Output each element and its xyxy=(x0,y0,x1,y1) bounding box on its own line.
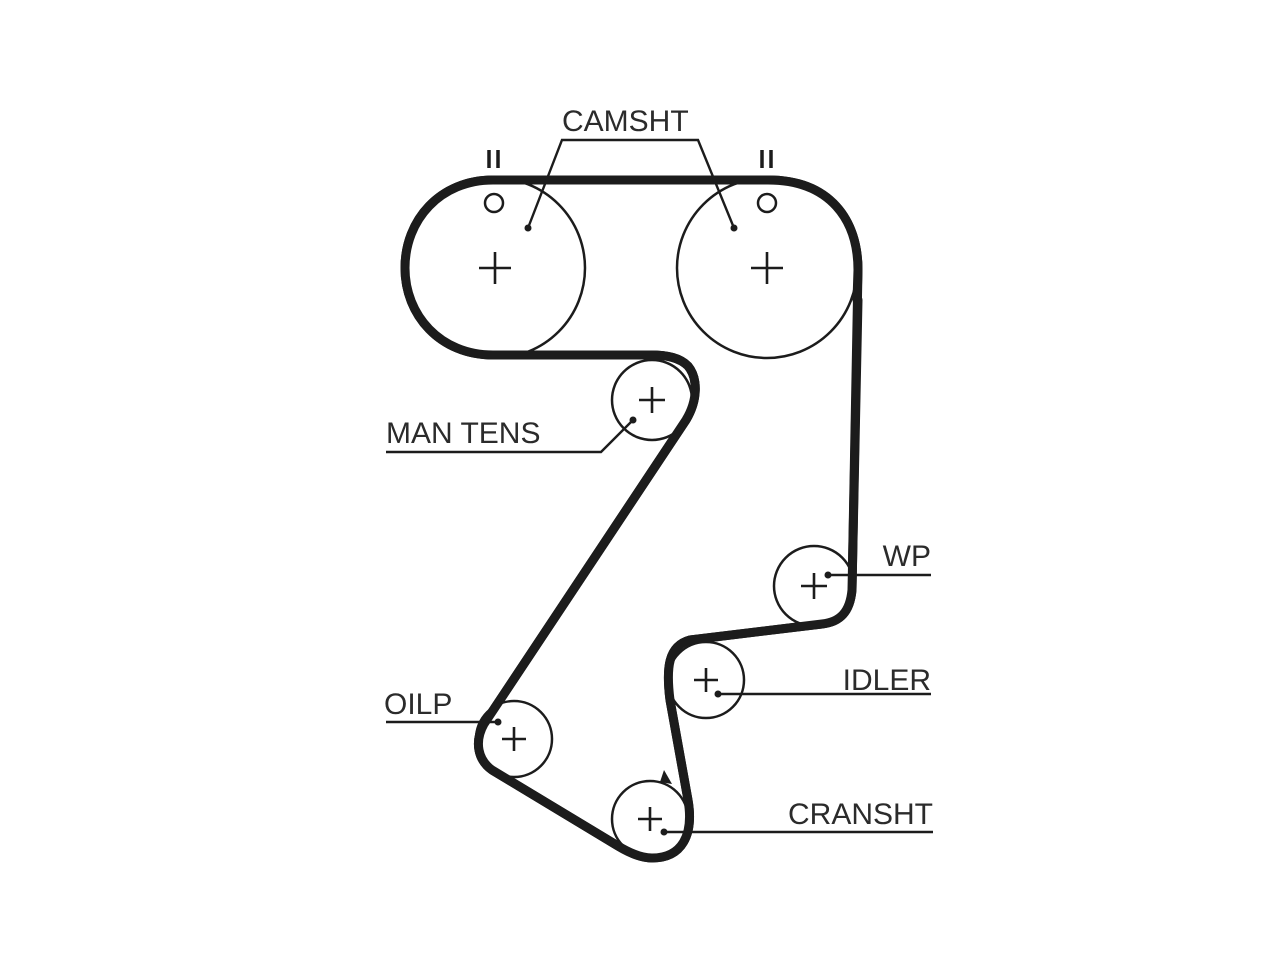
camshaft-label: CAMSHT xyxy=(562,105,689,138)
camshaft-leader xyxy=(526,138,736,229)
idler-label: IDLER xyxy=(843,664,931,697)
manual-tensioner-label: MAN TENS xyxy=(386,417,540,450)
timing-belt-top-run xyxy=(488,175,863,305)
manual-tensioner-leader xyxy=(386,419,634,454)
left-timing-mark-icon xyxy=(487,150,500,168)
right-timing-hole-icon xyxy=(756,192,778,214)
left-timing-hole-icon xyxy=(483,192,505,214)
crankshaft-label: CRANSHT xyxy=(788,798,933,831)
right-timing-mark-icon xyxy=(760,150,773,168)
water-pump-label: WP xyxy=(883,540,931,573)
oil-pump-label: OILP xyxy=(384,688,452,721)
crankshaft-timing-arrow-icon xyxy=(660,770,672,784)
timing-belt-lower-runs xyxy=(473,295,863,863)
timing-belt-left-wrap xyxy=(400,175,545,360)
idler-pulley xyxy=(666,640,746,720)
